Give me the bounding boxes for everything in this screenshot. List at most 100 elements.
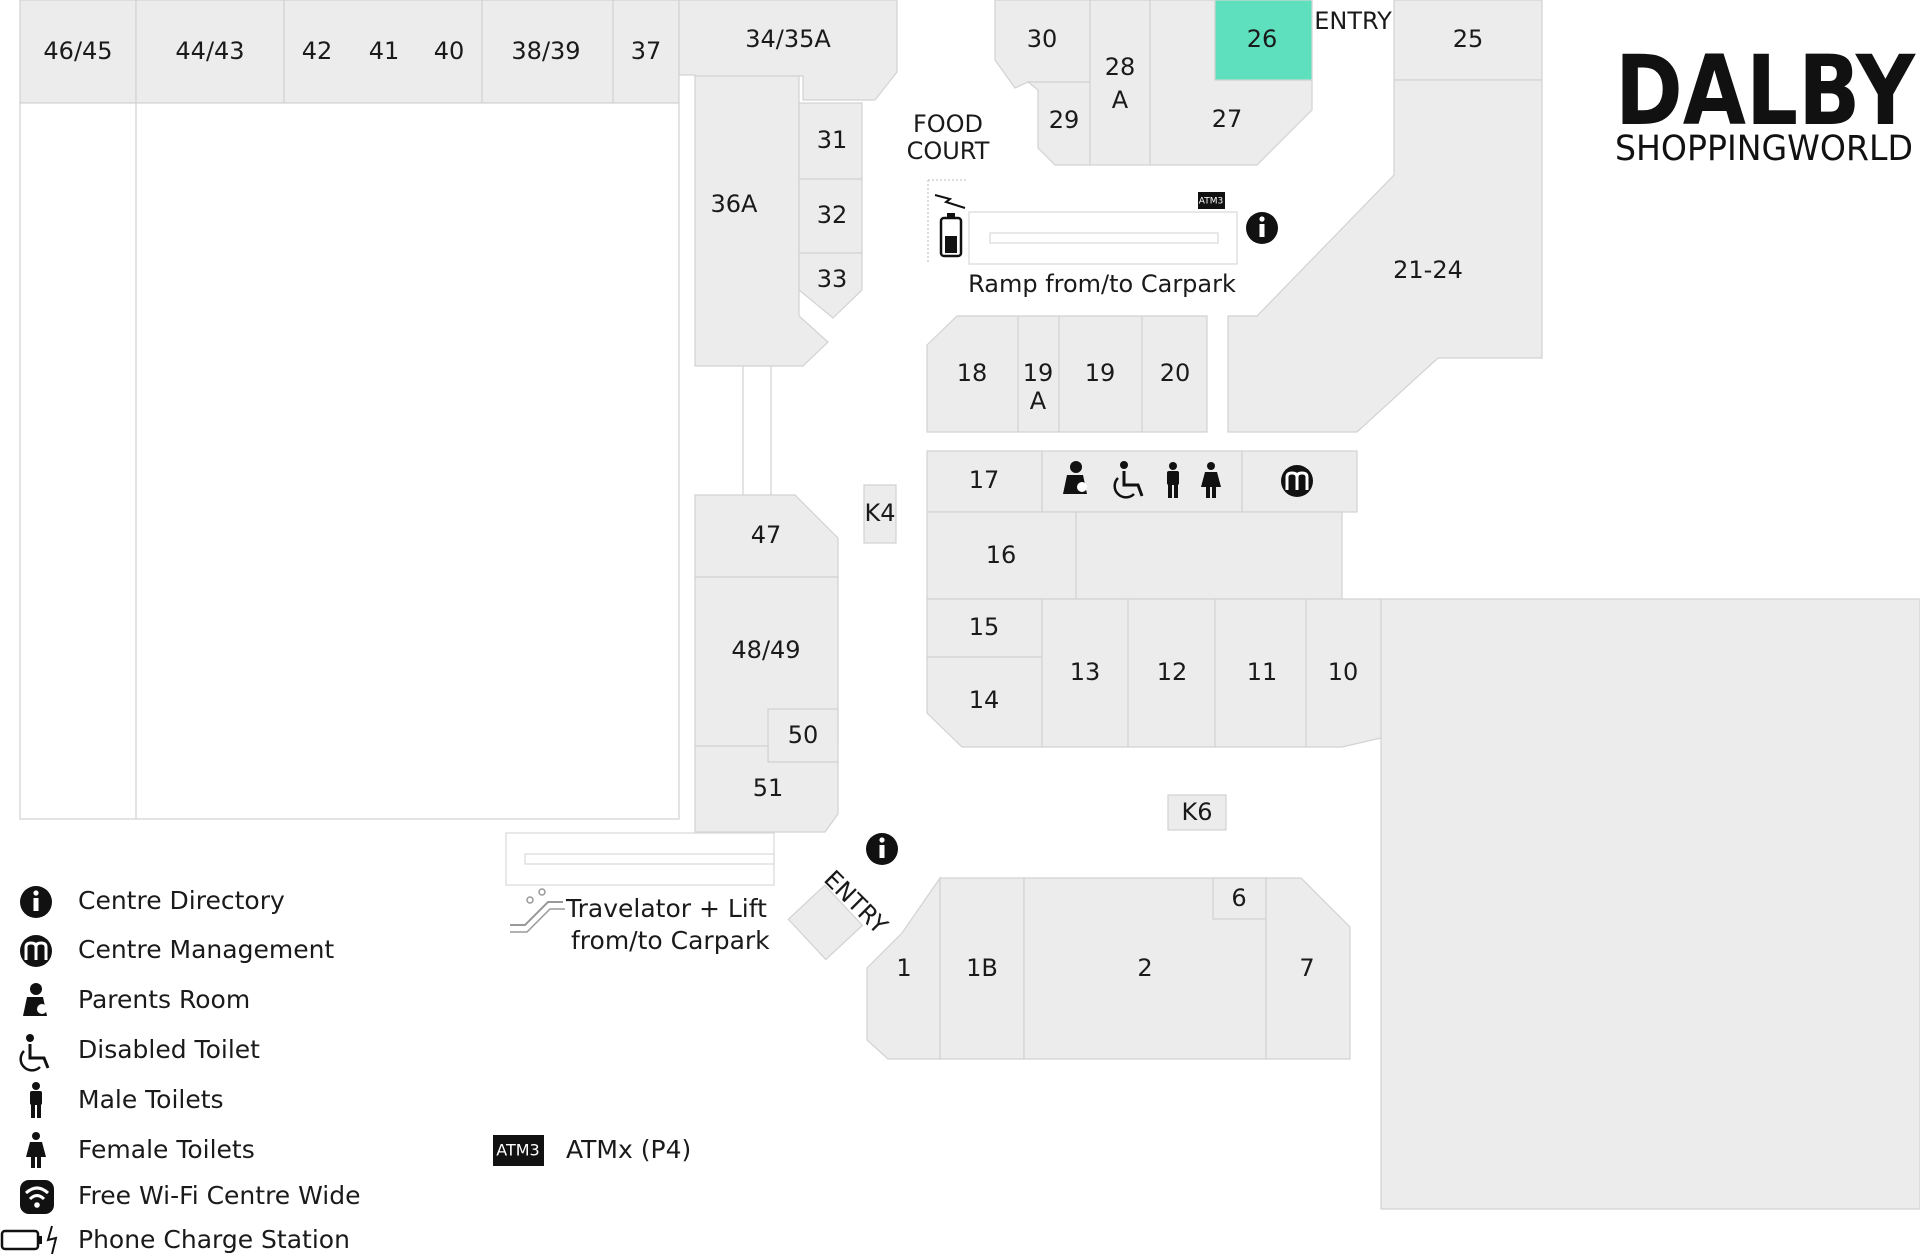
shop-14[interactable]: 14 xyxy=(926,656,1043,748)
svg-text:32: 32 xyxy=(817,201,848,229)
legend: Centre Directory Centre Management Paren… xyxy=(0,886,691,1254)
legend-label-management: Centre Management xyxy=(78,935,334,964)
svg-text:42: 42 xyxy=(302,37,333,65)
shop-6[interactable]: 6 xyxy=(1212,877,1267,920)
svg-text:7: 7 xyxy=(1299,954,1314,982)
travelator-label-line2: from/to Carpark xyxy=(571,926,770,955)
male-toilet-icon xyxy=(1167,462,1179,498)
svg-text:20: 20 xyxy=(1160,359,1191,387)
svg-text:19: 19 xyxy=(1085,359,1116,387)
ramp-label: Ramp from/to Carpark xyxy=(968,270,1236,298)
svg-text:6: 6 xyxy=(1231,884,1246,912)
svg-text:51: 51 xyxy=(753,774,784,802)
svg-text:44/43: 44/43 xyxy=(175,37,244,65)
legend-label-male: Male Toilets xyxy=(78,1085,224,1114)
svg-text:21-24: 21-24 xyxy=(1393,256,1463,284)
dalby-logo: DALBY SHOPPINGWORLD xyxy=(1615,35,1916,169)
entry-label-top: ENTRY xyxy=(1314,7,1392,35)
shop-28a[interactable]: 28 A xyxy=(1089,0,1151,166)
shop-30[interactable]: 30 xyxy=(994,0,1091,89)
shop-38-39[interactable]: 38/39 xyxy=(481,0,614,104)
shop-16[interactable]: 16 xyxy=(926,511,1343,600)
legend-male-toilet-icon xyxy=(30,1082,42,1118)
anchor-store-left xyxy=(19,102,680,820)
shop-26-highlighted[interactable]: 26 xyxy=(1214,0,1313,81)
info-icon[interactable] xyxy=(866,833,898,865)
shop-17[interactable]: 17 xyxy=(926,450,1043,513)
shop-50[interactable]: 50 xyxy=(767,708,839,763)
shop-1b[interactable]: 1B xyxy=(939,877,1025,1060)
shop-18-20[interactable]: 18 19 A 19 20 xyxy=(926,315,1208,433)
svg-text:ATM3: ATM3 xyxy=(496,1141,539,1160)
shop-32[interactable]: 32 xyxy=(798,178,863,254)
legend-label-atm: ATMx (P4) xyxy=(566,1135,691,1164)
svg-text:K6: K6 xyxy=(1181,798,1212,826)
shop-29[interactable]: 29 xyxy=(1026,81,1091,166)
svg-text:48/49: 48/49 xyxy=(731,636,800,664)
shop-36a[interactable]: 36A xyxy=(694,75,829,367)
svg-text:18: 18 xyxy=(957,359,988,387)
svg-text:K4: K4 xyxy=(864,499,895,527)
svg-text:16: 16 xyxy=(986,541,1017,569)
legend-female-toilet-icon xyxy=(26,1132,46,1168)
travelator-label-line1: Travelator + Lift xyxy=(565,894,767,923)
shop-47[interactable]: 47 xyxy=(694,494,839,578)
legend-wifi-icon xyxy=(20,1180,54,1214)
legend-atm-badge: ATM3 xyxy=(493,1135,544,1166)
legend-label-charge: Phone Charge Station xyxy=(78,1225,350,1254)
svg-text:46/45: 46/45 xyxy=(43,37,112,65)
svg-text:10: 10 xyxy=(1328,658,1359,686)
disabled-toilet-icon xyxy=(1113,461,1144,499)
management-icon[interactable] xyxy=(1281,465,1313,497)
svg-text:40: 40 xyxy=(434,37,465,65)
corridor-link xyxy=(742,365,772,496)
atm-badge-map[interactable]: ATM3 xyxy=(1198,192,1225,209)
shop-51[interactable]: 51 xyxy=(694,745,839,833)
travelator xyxy=(505,832,775,886)
kiosk-k4[interactable]: K4 xyxy=(863,484,897,544)
svg-text:11: 11 xyxy=(1247,658,1278,686)
ramp xyxy=(968,211,1238,265)
svg-text:27: 27 xyxy=(1212,105,1243,133)
legend-phone-charge-icon xyxy=(0,1225,58,1254)
food-court-label-line1: FOOD xyxy=(913,110,983,138)
phone-charge-icon xyxy=(934,194,966,258)
svg-text:38/39: 38/39 xyxy=(511,37,580,65)
shop-21-24[interactable]: 21-24 xyxy=(1227,79,1543,433)
shop-31[interactable]: 31 xyxy=(798,102,863,180)
legend-label-directory: Centre Directory xyxy=(78,886,285,915)
svg-text:34/35A: 34/35A xyxy=(745,25,831,53)
parents-room-icon xyxy=(1063,461,1087,494)
shop-46-45[interactable]: 46/45 xyxy=(19,0,137,104)
shop-33[interactable]: 33 xyxy=(798,252,863,319)
female-toilet-icon xyxy=(1201,462,1221,498)
shop-42-40[interactable]: 42 41 40 xyxy=(283,0,483,104)
svg-text:2: 2 xyxy=(1137,954,1152,982)
shop-44-43[interactable]: 44/43 xyxy=(135,0,285,104)
entry-pad xyxy=(787,884,864,961)
legend-label-wifi: Free Wi-Fi Centre Wide xyxy=(78,1181,361,1210)
legend-label-female: Female Toilets xyxy=(78,1135,255,1164)
svg-text:25: 25 xyxy=(1453,25,1484,53)
svg-text:15: 15 xyxy=(969,613,1000,641)
svg-text:37: 37 xyxy=(631,37,662,65)
svg-text:ATM3: ATM3 xyxy=(1199,197,1223,207)
shop-13-10[interactable]: 13 12 11 10 xyxy=(1041,598,1382,748)
svg-text:17: 17 xyxy=(969,466,1000,494)
shop-15[interactable]: 15 xyxy=(926,598,1043,658)
svg-text:A: A xyxy=(1112,86,1129,114)
info-icon[interactable] xyxy=(1246,212,1278,244)
kiosk-k6[interactable]: K6 xyxy=(1167,794,1227,831)
shop-34-35a[interactable]: 34/35A xyxy=(678,0,898,101)
svg-text:19: 19 xyxy=(1023,359,1054,387)
svg-text:26: 26 xyxy=(1247,25,1278,53)
shop-7[interactable]: 7 xyxy=(1265,877,1351,1060)
shop-25[interactable]: 25 xyxy=(1393,0,1543,81)
legend-parents-room-icon xyxy=(23,983,47,1016)
legend-info-icon xyxy=(20,886,52,918)
food-court-label-line2: COURT xyxy=(907,137,990,165)
svg-text:14: 14 xyxy=(969,686,1000,714)
svg-text:12: 12 xyxy=(1157,658,1188,686)
svg-text:41: 41 xyxy=(369,37,400,65)
shop-37[interactable]: 37 xyxy=(612,0,680,104)
